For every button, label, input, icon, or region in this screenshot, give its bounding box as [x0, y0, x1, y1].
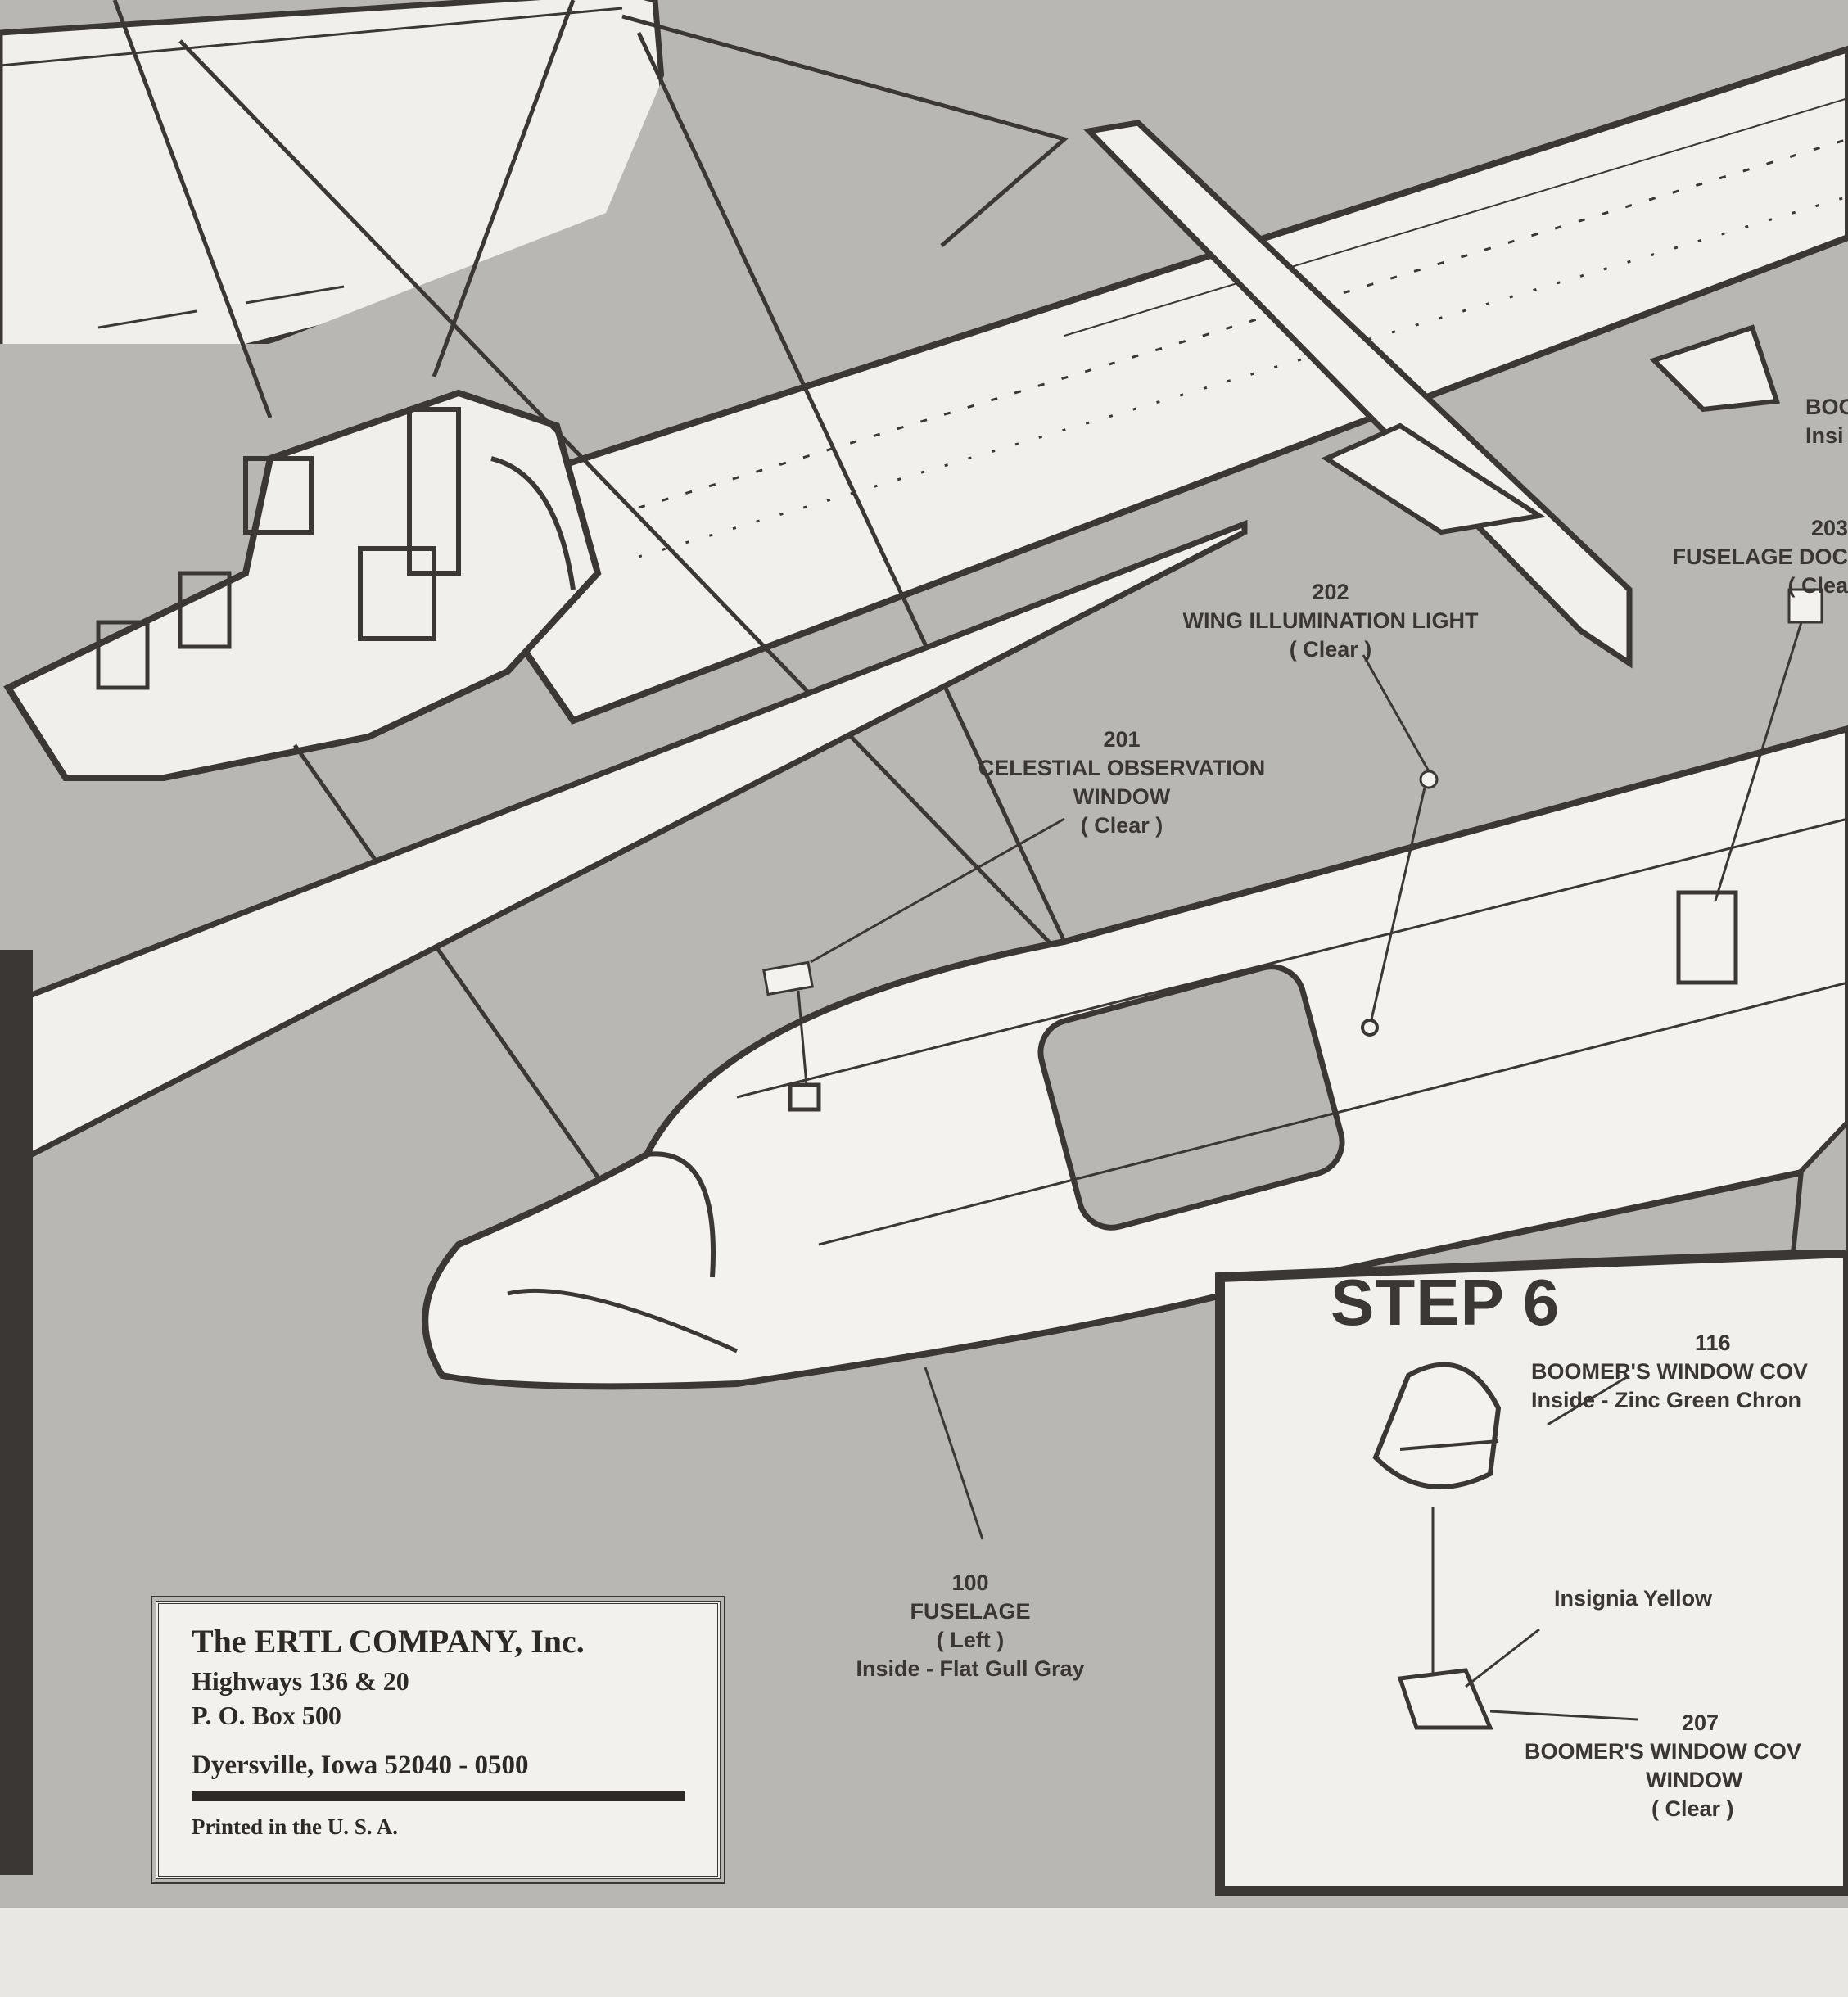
part-number: 202 [1312, 580, 1349, 604]
cockpit-interior-assembly [3, 389, 602, 781]
wing-pylon [1082, 120, 1781, 669]
label-203: 203 FUSELAGE DOC ( Clea [1654, 514, 1848, 600]
label-207: 207 BOOMER'S WINDOW COV WINDOW ( Clear ) [1525, 1709, 1848, 1823]
step6-box [1215, 1118, 1848, 1896]
part-inside-color: Inside - Flat Gull Gray [856, 1656, 1085, 1681]
company-address-box: The ERTL COMPANY, Inc. Highways 136 & 20… [151, 1596, 725, 1884]
part-number: 207 [1682, 1710, 1719, 1735]
part-number: 203 [1810, 516, 1848, 540]
part-number: 116 [1695, 1331, 1731, 1355]
label-cut-top: BOO Insi [1805, 393, 1848, 450]
part-name-2: WINDOW [1646, 1768, 1743, 1792]
part-name: WING ILLUMINATION LIGHT [1182, 608, 1479, 633]
part-color: ( Clea [1787, 573, 1848, 598]
cut-line-2: Insi [1805, 423, 1844, 448]
part-name: CELESTIAL OBSERVATION [978, 756, 1266, 780]
label-202: 202 WING ILLUMINATION LIGHT ( Clear ) [1159, 578, 1502, 664]
printed-in: Printed in the U. S. A. [192, 1814, 399, 1839]
company-city: Dyersville, Iowa 52040 - 0500 [192, 1751, 529, 1780]
insignia-color: Insignia Yellow [1554, 1586, 1713, 1611]
label-insignia: Insignia Yellow [1554, 1584, 1751, 1613]
company-name: The ERTL COMPANY, Inc. [192, 1623, 585, 1660]
part-name-2: WINDOW [1073, 784, 1171, 809]
company-address-1: Highways 136 & 20 [192, 1666, 409, 1696]
part-name: BOOMER'S WINDOW COV [1531, 1359, 1808, 1384]
part-number: 201 [1103, 727, 1141, 752]
fuselage-left [422, 725, 1848, 1390]
part-pointers [762, 588, 1823, 1540]
part-color: ( Clear ) [1289, 637, 1372, 662]
label-116: 116 BOOMER'S WINDOW COV Inside - Zinc Gr… [1531, 1329, 1848, 1415]
part-inside-color: Inside - Zinc Green Chron [1531, 1388, 1802, 1412]
label-201: 201 CELESTIAL OBSERVATION WINDOW ( Clear… [942, 725, 1302, 840]
part-name: FUSELAGE DOC [1672, 544, 1848, 569]
part-number: 100 [951, 1570, 989, 1595]
part-color: ( Clear ) [1651, 1796, 1734, 1821]
divider-bar [192, 1791, 685, 1801]
part-name: FUSELAGE [910, 1599, 1031, 1624]
part-name: BOOMER'S WINDOW COV [1525, 1739, 1801, 1764]
wing-leading-strip [0, 519, 1248, 1174]
part-side: ( Left ) [936, 1628, 1005, 1652]
label-100: 100 FUSELAGE ( Left ) Inside - Flat Gull… [823, 1569, 1118, 1683]
part-color: ( Clear ) [1080, 813, 1163, 838]
step-title: STEP 6 [1331, 1266, 1561, 1339]
company-address-2: P. O. Box 500 [192, 1701, 341, 1730]
cut-line-1: BOO [1805, 395, 1848, 419]
